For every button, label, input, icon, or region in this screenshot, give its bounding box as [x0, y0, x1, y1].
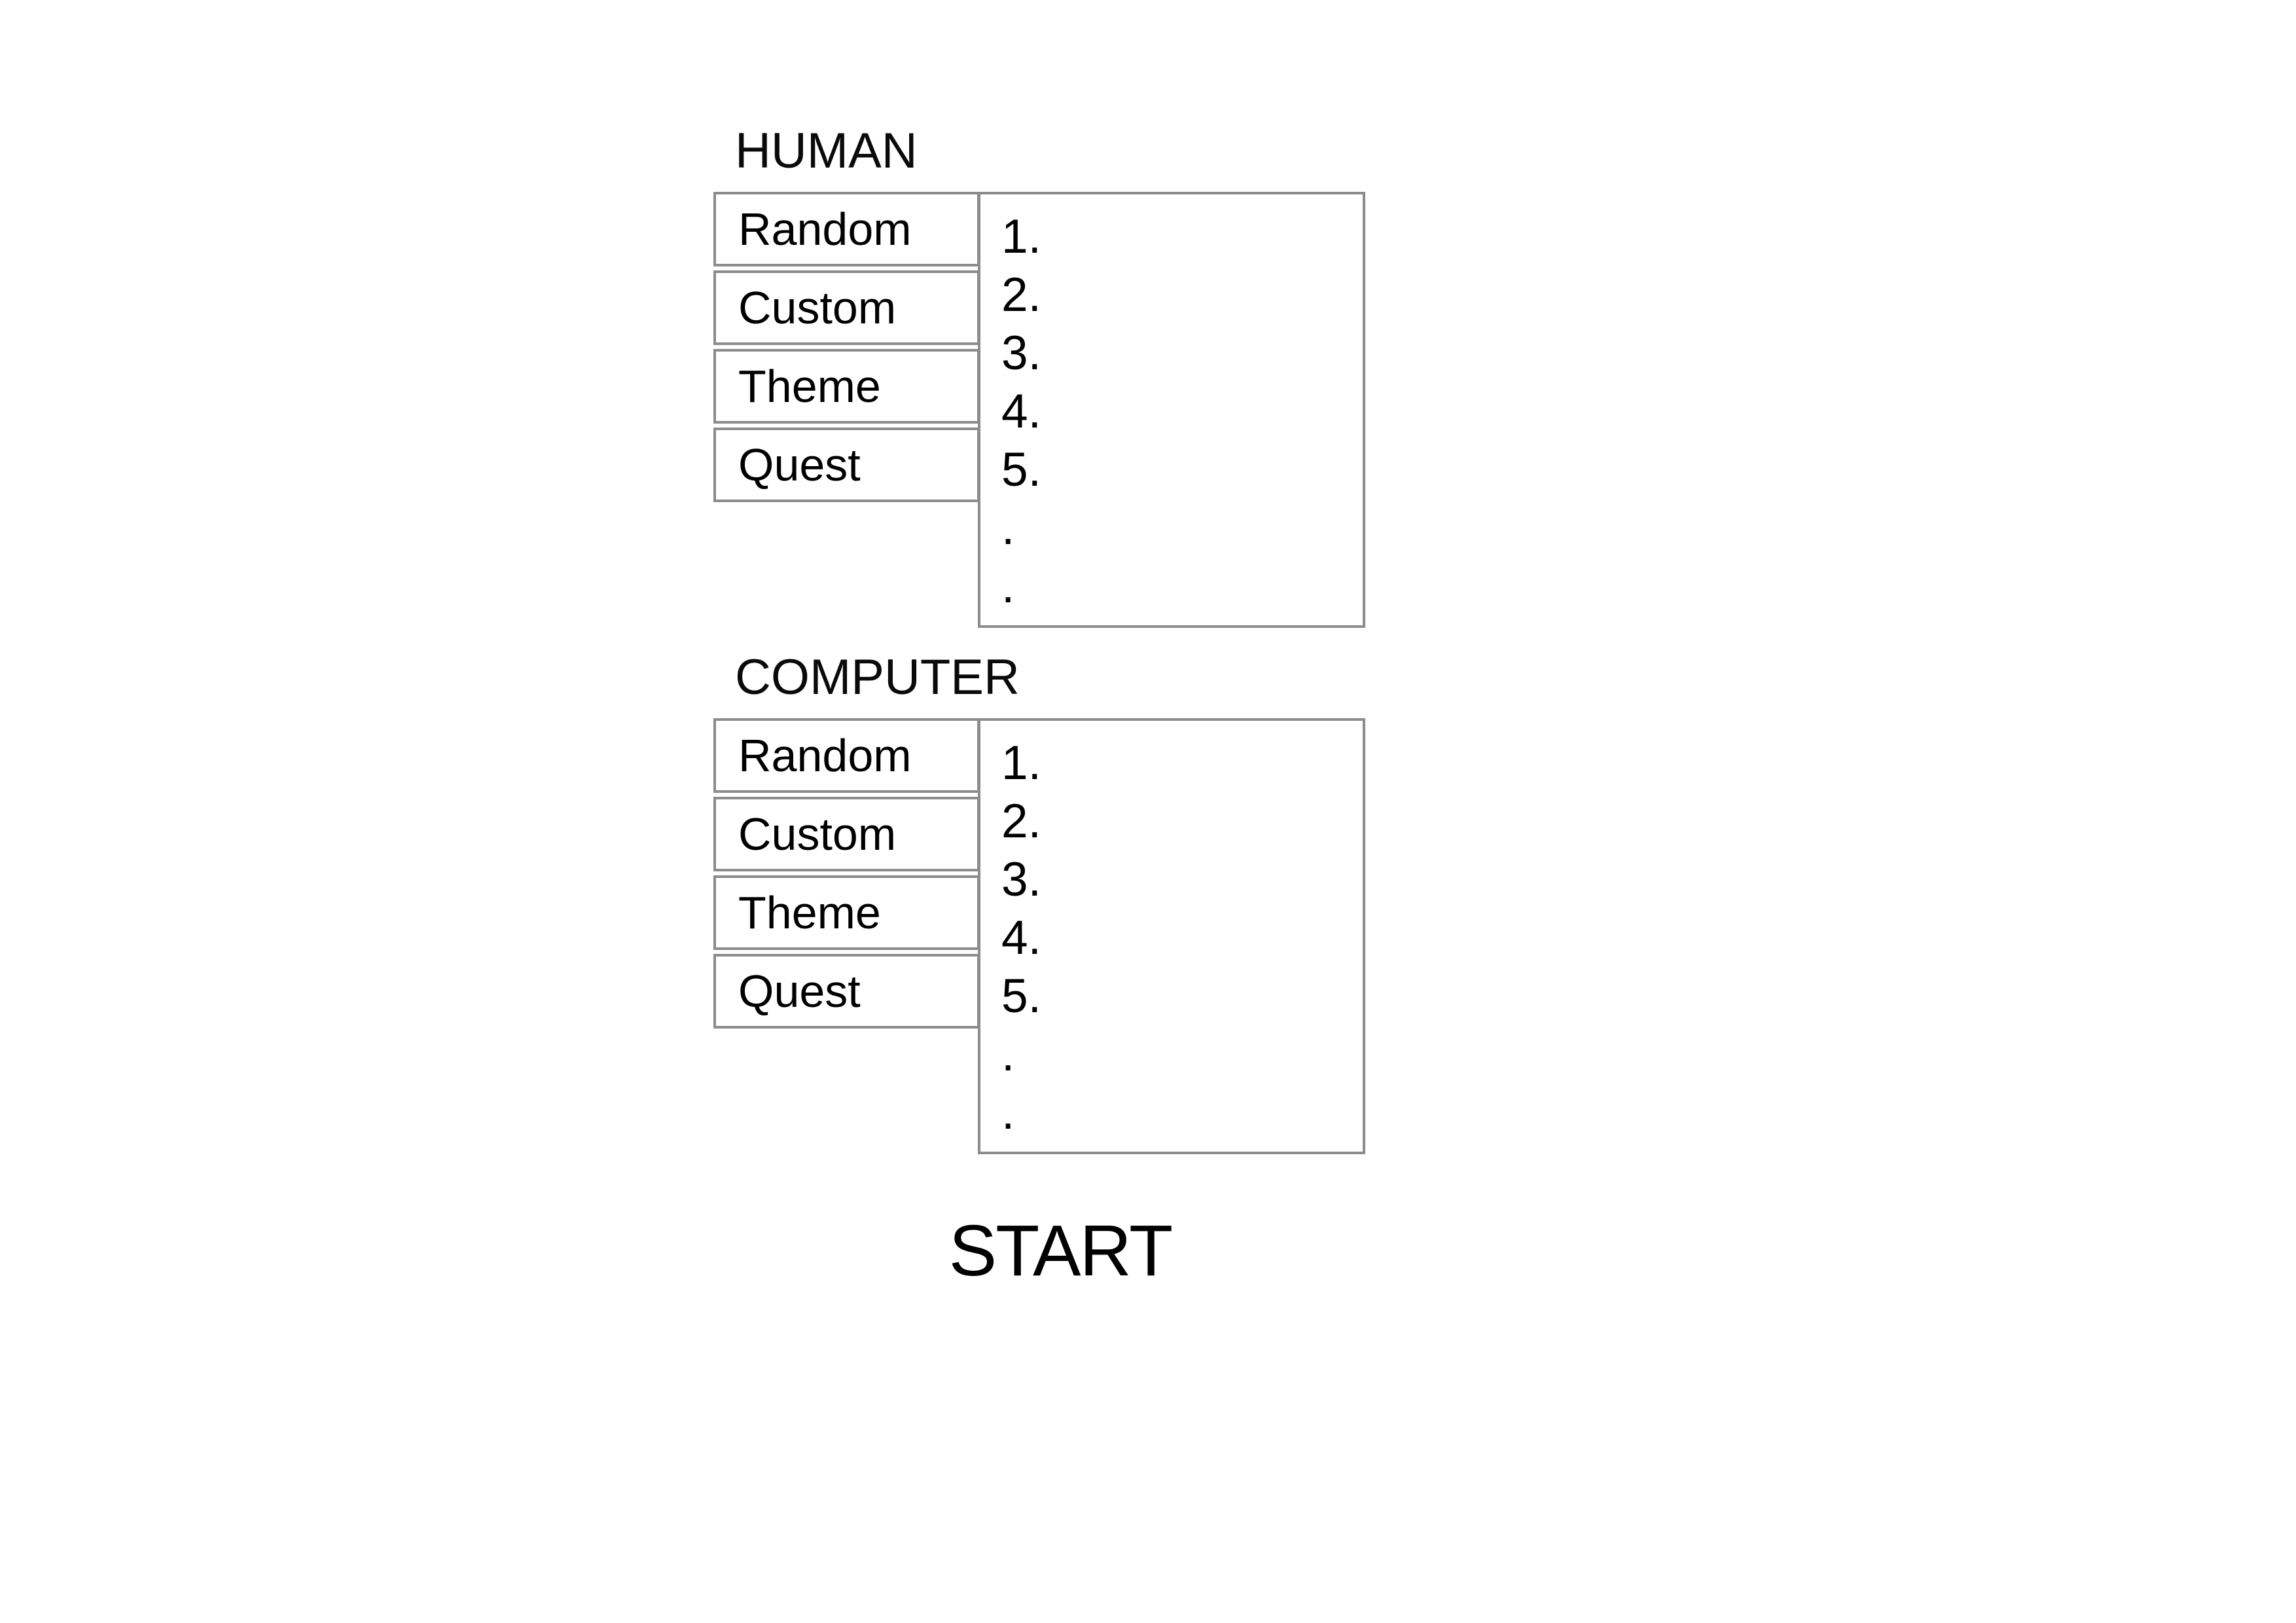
computer-selection-list: 1. 2. 3. 4. 5. . . — [978, 718, 1365, 1154]
computer-list-item-4: 4. — [1001, 911, 1041, 964]
computer-theme-button[interactable]: Theme — [713, 875, 980, 950]
computer-quest-button[interactable]: Quest — [713, 954, 980, 1029]
computer-list-item-3: 3. — [1001, 853, 1041, 906]
human-list-item-1: 1. — [1001, 210, 1041, 263]
human-list-item-2: 2. — [1001, 268, 1041, 321]
human-quest-button[interactable]: Quest — [713, 428, 980, 502]
human-list-item-4: 4. — [1001, 385, 1041, 438]
computer-list-item-ellipsis-2: . — [1001, 1086, 1015, 1139]
computer-list-item-2: 2. — [1001, 795, 1041, 848]
human-list-item-5: 5. — [1001, 443, 1041, 496]
human-selection-list: 1. 2. 3. 4. 5. . . — [978, 192, 1365, 628]
human-list-item-ellipsis-2: . — [1001, 560, 1015, 613]
computer-section-title: COMPUTER — [735, 649, 1020, 705]
computer-list-item-1: 1. — [1001, 737, 1041, 790]
computer-list-item-ellipsis-1: . — [1001, 1028, 1015, 1081]
human-section-title: HUMAN — [735, 123, 918, 179]
human-random-button[interactable]: Random — [713, 192, 980, 266]
human-list-item-ellipsis-1: . — [1001, 501, 1015, 555]
human-custom-button[interactable]: Custom — [713, 270, 980, 345]
computer-list-item-5: 5. — [1001, 970, 1041, 1023]
computer-random-button[interactable]: Random — [713, 718, 980, 793]
human-list-item-3: 3. — [1001, 327, 1041, 380]
computer-custom-button[interactable]: Custom — [713, 797, 980, 871]
start-button[interactable]: START — [948, 1211, 1173, 1291]
human-theme-button[interactable]: Theme — [713, 349, 980, 424]
